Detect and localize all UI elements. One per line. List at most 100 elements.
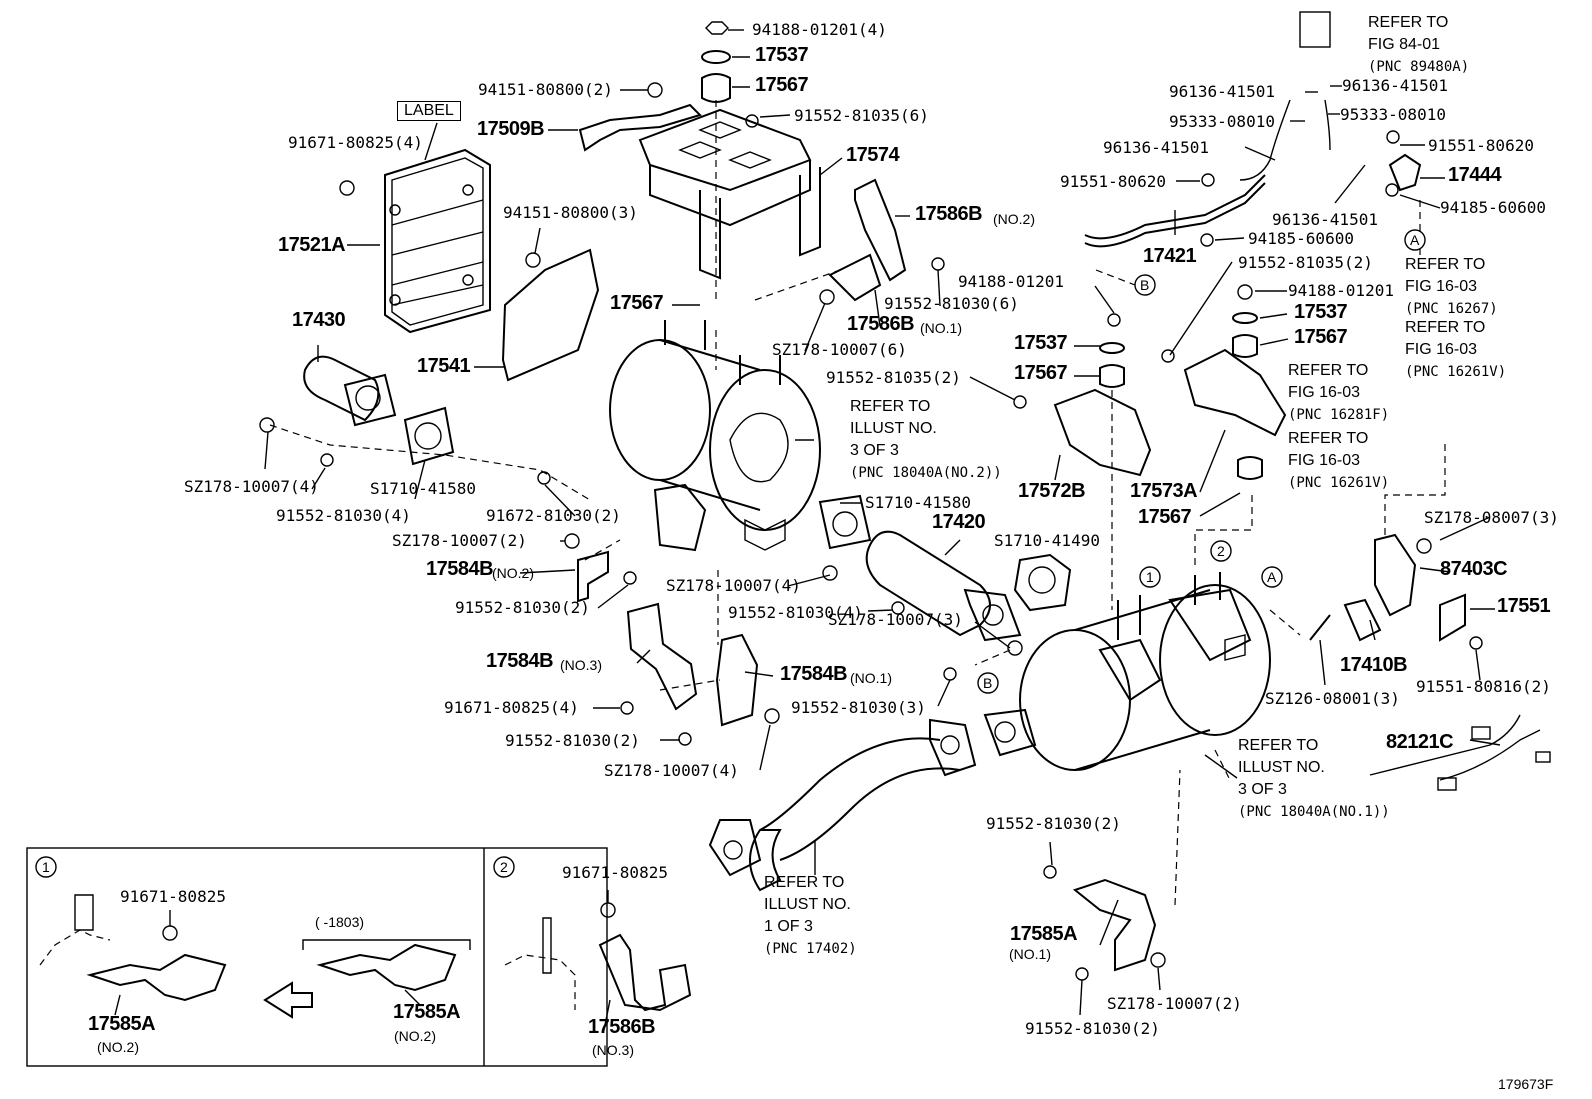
callout-17509b: 17509B (477, 118, 545, 140)
reference-line: (PNC 17402) (764, 941, 857, 957)
callout-sz178-10007-4: SZ178-10007(4) (604, 761, 739, 780)
inset-1-marker: 1 (42, 859, 50, 875)
callout-94188-01201: 94188-01201 (1288, 281, 1394, 300)
cushion-17567-mid (1099, 364, 1125, 388)
stud-sz126-08001 (1309, 614, 1331, 641)
callout-17521a: 17521A (278, 234, 346, 256)
callout-91671-80825-4: 91671-80825(4) (444, 698, 579, 717)
callout--no-2: (NO.2) (492, 565, 534, 581)
reference-line: ILLUST NO. (1238, 759, 1325, 776)
sensor-17444 (1388, 153, 1422, 192)
reference-line: 3 OF 3 (1238, 781, 1287, 798)
cover-17551 (1439, 593, 1466, 642)
bracket-17572b (1053, 388, 1152, 477)
inset-2-part-note: (NO.3) (592, 1042, 634, 1058)
callout-96136-41501: 96136-41501 (1169, 82, 1275, 101)
callout-91552-81030-2: 91552-81030(2) (505, 731, 640, 750)
figure-id: 179673F (1498, 1076, 1554, 1092)
reference-line: FIG 16-03 (1288, 452, 1361, 469)
callout-s1710-41490: S1710-41490 (994, 531, 1100, 550)
callout-17584b: 17584B (426, 558, 494, 580)
callout-91551-80620: 91551-80620 (1060, 172, 1166, 191)
front-exhaust-pipe (708, 718, 977, 892)
reference-line: REFER TO (1288, 430, 1369, 447)
washer-17537-right (1232, 312, 1258, 324)
callout-91552-81030-6: 91552-81030(6) (884, 294, 1019, 313)
callout-17551: 17551 (1497, 595, 1551, 617)
callout-17573a: 17573A (1130, 480, 1198, 502)
pipe-17421 (1084, 11, 1331, 248)
bracket-17584b-no3 (626, 602, 698, 711)
marker-b-text-upper: B (1140, 277, 1149, 293)
bracket-87403c (1374, 533, 1417, 617)
callout-91551-80620: 91551-80620 (1428, 136, 1534, 155)
callout-17572b: 17572B (1018, 480, 1086, 502)
callout-s1710-41580: S1710-41580 (370, 479, 476, 498)
gasket-s1710-41580-mid (818, 494, 872, 550)
heat-shield-17521a (384, 122, 491, 334)
callout-sz178-10007-2: SZ178-10007(2) (1107, 994, 1242, 1013)
callout-sz178-10007-3: SZ178-10007(3) (828, 610, 963, 629)
callout-17537: 17537 (1014, 332, 1068, 354)
inset-2-part: 17586B (588, 1016, 656, 1038)
reference-line: FIG 16-03 (1405, 278, 1478, 295)
bracket-17509b (578, 103, 702, 152)
bracket-17541 (501, 248, 600, 382)
callout-17541: 17541 (417, 355, 471, 377)
callout-17567: 17567 (1138, 506, 1192, 528)
callout--no-3: (NO.3) (560, 657, 602, 673)
callout-94185-60600: 94185-60600 (1248, 229, 1354, 248)
callout-91671-80825-4: 91671-80825(4) (288, 133, 423, 152)
cushion-17567-right (1232, 334, 1258, 358)
circled-markers: 1 2 A A B B (977, 229, 1426, 694)
callout--no-1: (NO.1) (920, 320, 962, 336)
bracket-17573a (1183, 348, 1287, 437)
marker-b-text-lower: B (983, 675, 992, 691)
callout-91552-81035-6: 91552-81035(6) (794, 106, 929, 125)
callout-94151-80800-3: 94151-80800(3) (503, 203, 638, 222)
callout-91552-81030-4: 91552-81030(4) (728, 603, 863, 622)
callout-91552-81035-2: 91552-81035(2) (1238, 253, 1373, 272)
reference-note-r6: REFER TO FIG 16-03 (PNC 16261V) (1288, 428, 1389, 494)
callout-17585a: 17585A (1010, 923, 1078, 945)
callout-sz178-10007-4: SZ178-10007(4) (184, 477, 319, 496)
inset-1-range: ( -1803) (315, 914, 365, 930)
callout-17586b: 17586B (847, 313, 915, 335)
reference-line: 1 OF 3 (764, 918, 813, 935)
inset-1-part-b: 17585A (393, 1001, 461, 1023)
top-nut-17537-17567-stack (701, 21, 731, 103)
callout-91552-81030-4: 91552-81030(4) (276, 506, 411, 525)
reference-line: (PNC 89480A) (1368, 59, 1470, 75)
reference-note-r1: REFER TO FIG 84-01 (PNC 89480A) (1368, 12, 1469, 78)
reference-line: REFER TO (850, 398, 931, 415)
reference-line: REFER TO (1288, 362, 1369, 379)
reference-line: ILLUST NO. (764, 896, 851, 913)
callout-96136-41501: 96136-41501 (1103, 138, 1209, 157)
marker-a-text-upper: A (1410, 232, 1420, 248)
reference-line: 3 OF 3 (850, 442, 899, 459)
callout-94151-80800-2: 94151-80800(2) (478, 80, 613, 99)
callout-17420: 17420 (932, 511, 986, 533)
reference-line: (PNC 16261V) (1288, 475, 1390, 491)
reference-line: FIG 84-01 (1368, 36, 1441, 53)
reference-line: REFER TO (1368, 14, 1449, 31)
marker-1-text: 1 (1146, 569, 1154, 585)
gasket-s1710-41580-left (403, 406, 455, 466)
bracket-17584b-no1 (715, 633, 759, 727)
callout-95333-08010: 95333-08010 (1169, 112, 1275, 131)
callout-87403c: 87403C (1440, 558, 1508, 580)
reference-line: FIG 16-03 (1288, 384, 1361, 401)
reference-line: REFER TO (1405, 256, 1486, 273)
pipe-17420 (865, 530, 1022, 642)
callout-sz178-10007-6: SZ178-10007(6) (772, 340, 907, 359)
reference-line: (PNC 18040A(NO.1)) (1238, 804, 1390, 820)
callout-91552-81030-3: 91552-81030(3) (791, 698, 926, 717)
callout-17430: 17430 (292, 309, 346, 331)
bracket-17574 (638, 108, 821, 280)
callout--no-1: (NO.1) (850, 670, 892, 686)
